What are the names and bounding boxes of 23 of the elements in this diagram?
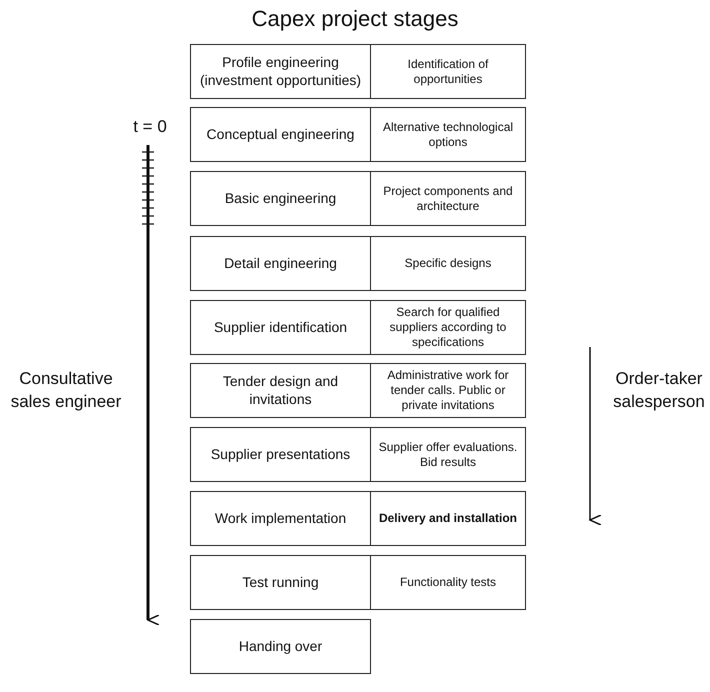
diagram-title: Capex project stages xyxy=(250,6,460,32)
description-box: Functionality tests xyxy=(370,555,526,610)
role-label: Consultative sales engineer xyxy=(10,368,122,413)
description-box: Specific designs xyxy=(370,236,526,291)
description-box: Delivery and installation xyxy=(370,491,526,546)
stage-box: Supplier identification xyxy=(190,300,371,355)
stage-box: Conceptual engineering xyxy=(190,107,371,162)
description-box: Project components and architecture xyxy=(370,171,526,226)
role-label: Order-taker salesperson xyxy=(612,368,706,413)
stage-box: Handing over xyxy=(190,619,371,674)
description-box: Supplier offer evaluations. Bid results xyxy=(370,427,526,482)
stage-box: Detail engineering xyxy=(190,236,371,291)
stage-box: Supplier presentations xyxy=(190,427,371,482)
description-box: Administrative work for tender calls. Public or private invitations xyxy=(370,363,526,418)
stage-box: Test running xyxy=(190,555,371,610)
stage-box: Work implementation xyxy=(190,491,371,546)
stage-box: Profile engineering (investment opportunities) xyxy=(190,44,371,99)
stage-box: Tender design and invitations xyxy=(190,363,371,418)
description-box: Identification of opportunities xyxy=(370,44,526,99)
description-box: Alternative technological options xyxy=(370,107,526,162)
description-box: Search for qualified suppliers according to specifications xyxy=(370,300,526,355)
stage-box: Basic engineering xyxy=(190,171,371,226)
time-label: t = 0 xyxy=(132,116,168,138)
